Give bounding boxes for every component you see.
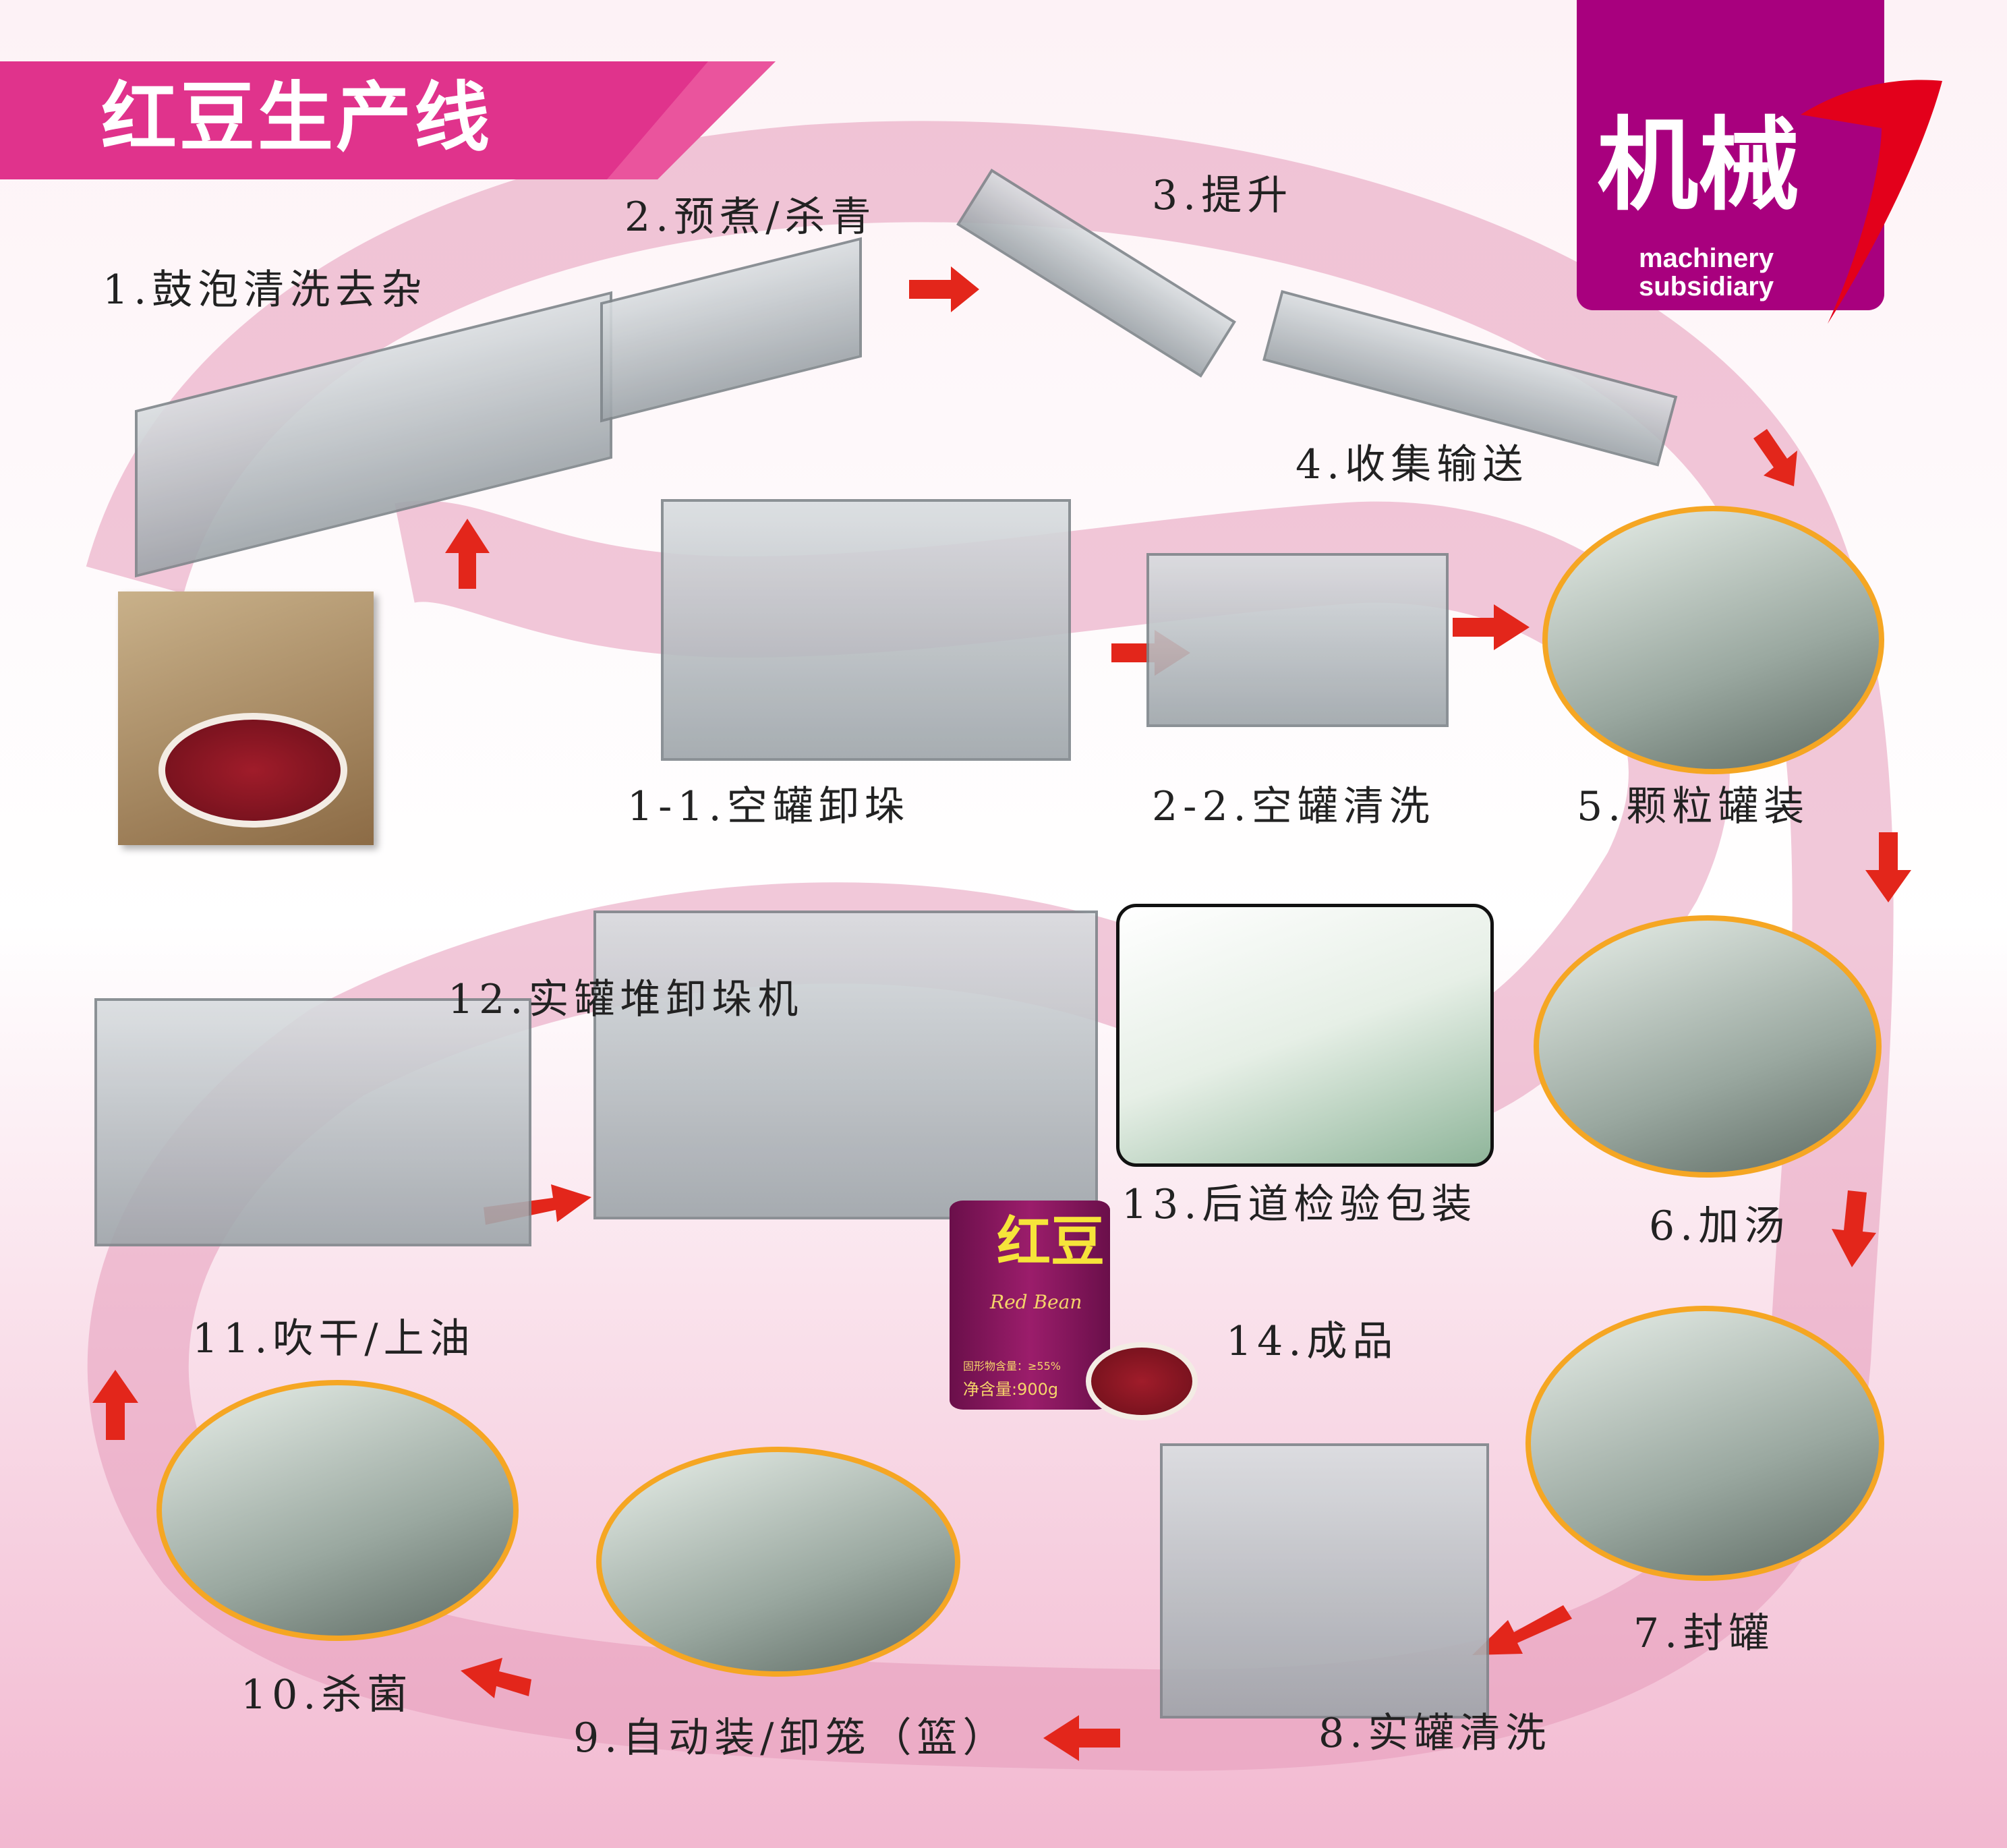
step-label-6: 6.加汤 — [1649, 1203, 1791, 1250]
product-can-image: 红豆 Red Bean 固形物含量：≥55% 净含量:900g — [950, 1201, 1110, 1410]
logo-swoosh-icon — [1801, 80, 1942, 324]
step-label-7: 7.封罐 — [1633, 1610, 1775, 1657]
arrow-down-icon — [1865, 832, 1911, 902]
arrow-down-left-icon — [1472, 1605, 1572, 1655]
step-label-11: 11.吹干/上油 — [192, 1315, 475, 1362]
blow-dry-oiler-image — [94, 998, 531, 1246]
arrow-left-icon — [1043, 1715, 1120, 1761]
pellet-filling-photo — [1542, 506, 1884, 774]
step-label-10: 10.杀菌 — [241, 1671, 413, 1719]
auto-basket-photo — [596, 1447, 960, 1677]
step-label-3: 3.提升 — [1152, 172, 1293, 219]
inspection-packing-photo — [1116, 904, 1494, 1167]
sterilization-photo — [156, 1380, 519, 1641]
title-banner — [0, 61, 776, 179]
arrow-up-icon — [92, 1370, 138, 1440]
step-label-2: 2.预煮/杀青 — [624, 194, 877, 241]
step-label-4: 4.收集输送 — [1296, 441, 1529, 488]
can-depalletizer-image — [661, 499, 1071, 761]
can-net-text: 净含量:900g — [963, 1380, 1059, 1399]
step-label-13: 13.后道检验包装 — [1122, 1181, 1478, 1228]
arrow-left-icon — [461, 1658, 531, 1698]
step-label-1-1: 1-1.空罐卸垛 — [627, 783, 910, 830]
step-label-1: 1.鼓泡清洗去杂 — [103, 266, 428, 314]
arrow-down-icon — [1753, 429, 1797, 486]
full-can-palletizer-image — [593, 911, 1098, 1219]
step-label-12: 12.实罐堆卸垛机 — [448, 976, 804, 1023]
step-label-8: 8.实罐清洗 — [1318, 1710, 1552, 1757]
step-label-5: 5.颗粒罐装 — [1577, 783, 1810, 830]
soup-adding-photo — [1534, 915, 1882, 1178]
full-can-washer-image — [1160, 1443, 1489, 1719]
arrow-up-icon — [445, 519, 490, 589]
step-label-14: 14.成品 — [1226, 1318, 1399, 1365]
can-cn-text: 红豆 — [997, 1211, 1105, 1273]
logo-cn-text: 机械 — [1597, 106, 1800, 225]
page-title: 红豆生产线 — [101, 74, 492, 162]
arrow-right-icon — [909, 266, 979, 312]
red-beans-photo — [118, 591, 374, 845]
bean-bowl-image — [1086, 1342, 1198, 1420]
step-label-9: 9.自动装/卸笼（篮） — [573, 1714, 1009, 1762]
empty-can-washer-image — [1146, 553, 1449, 727]
can-sealing-photo — [1525, 1306, 1884, 1581]
arrow-right-icon — [1453, 604, 1530, 650]
can-solids-text: 固形物含量：≥55% — [963, 1360, 1061, 1373]
step-label-2-2: 2-2.空罐清洗 — [1152, 783, 1435, 830]
arrow-down-icon — [1832, 1190, 1876, 1267]
can-en-text: Red Bean — [990, 1291, 1082, 1313]
